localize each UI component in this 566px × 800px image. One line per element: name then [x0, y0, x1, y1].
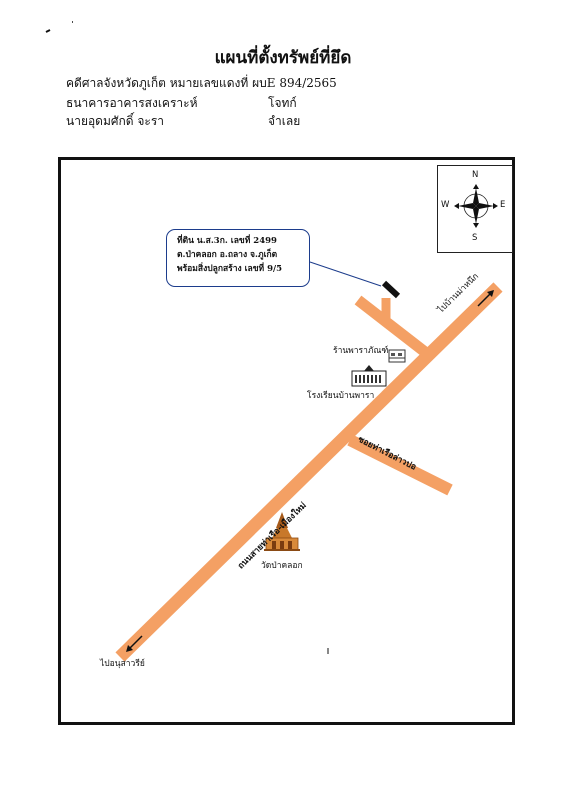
label-temple: วัดป่าคลอก — [261, 561, 303, 571]
plaintiff-name: ธนาคารอาคารสงเคราะห์ — [66, 96, 198, 110]
case-line: คดีศาลจังหวัดภูเก็ต หมายเลขแดงที่ ผบE 89… — [66, 76, 337, 90]
main-road — [115, 282, 503, 662]
property-marker — [381, 280, 401, 299]
callout-line3: พร้อมสิ่งปลูกสร้าง เลขที่ 9/5 — [177, 264, 283, 274]
plaintiff-role: โจทก์ — [268, 96, 297, 110]
scan-mark — [45, 29, 51, 33]
compass-rose: N S W E — [437, 165, 513, 253]
callout-line1: ที่ดิน น.ส.3ก. เลขที่ 2499 — [177, 236, 277, 246]
label-to-thalang: ไปอนุสาวรีย์ — [100, 659, 145, 669]
compass-n: N — [472, 170, 479, 180]
temple-icon — [264, 512, 300, 551]
compass-w: W — [441, 200, 450, 210]
school-icon — [351, 365, 387, 387]
label-shop: ร้านพาราภัณฑ์ — [333, 346, 389, 356]
compass-s: S — [472, 233, 478, 243]
arrow-sw-icon — [126, 635, 143, 652]
callout-pointer — [309, 261, 382, 287]
page-title: แผนที่ตั้งทรัพย์ที่ยึด — [214, 48, 352, 68]
branch-road-upper — [354, 295, 429, 357]
defendant-name: นายอุดมศักดิ์ จะรา — [66, 114, 165, 128]
callout-line2: ต.ป่าคลอก อ.ถลาง จ.ภูเก็ต — [177, 250, 278, 260]
map-frame — [58, 157, 515, 725]
arrow-ne-icon — [477, 290, 494, 307]
compass-e: E — [500, 200, 506, 210]
property-callout: ที่ดิน น.ส.3ก. เลขที่ 2499 ต.ป่าคลอก อ.ถ… — [166, 229, 310, 287]
shop-icon — [388, 349, 406, 363]
label-school: โรงเรียนบ้านพารา — [307, 391, 375, 401]
soi-road — [347, 434, 453, 496]
defendant-role: จำเลย — [268, 114, 301, 128]
